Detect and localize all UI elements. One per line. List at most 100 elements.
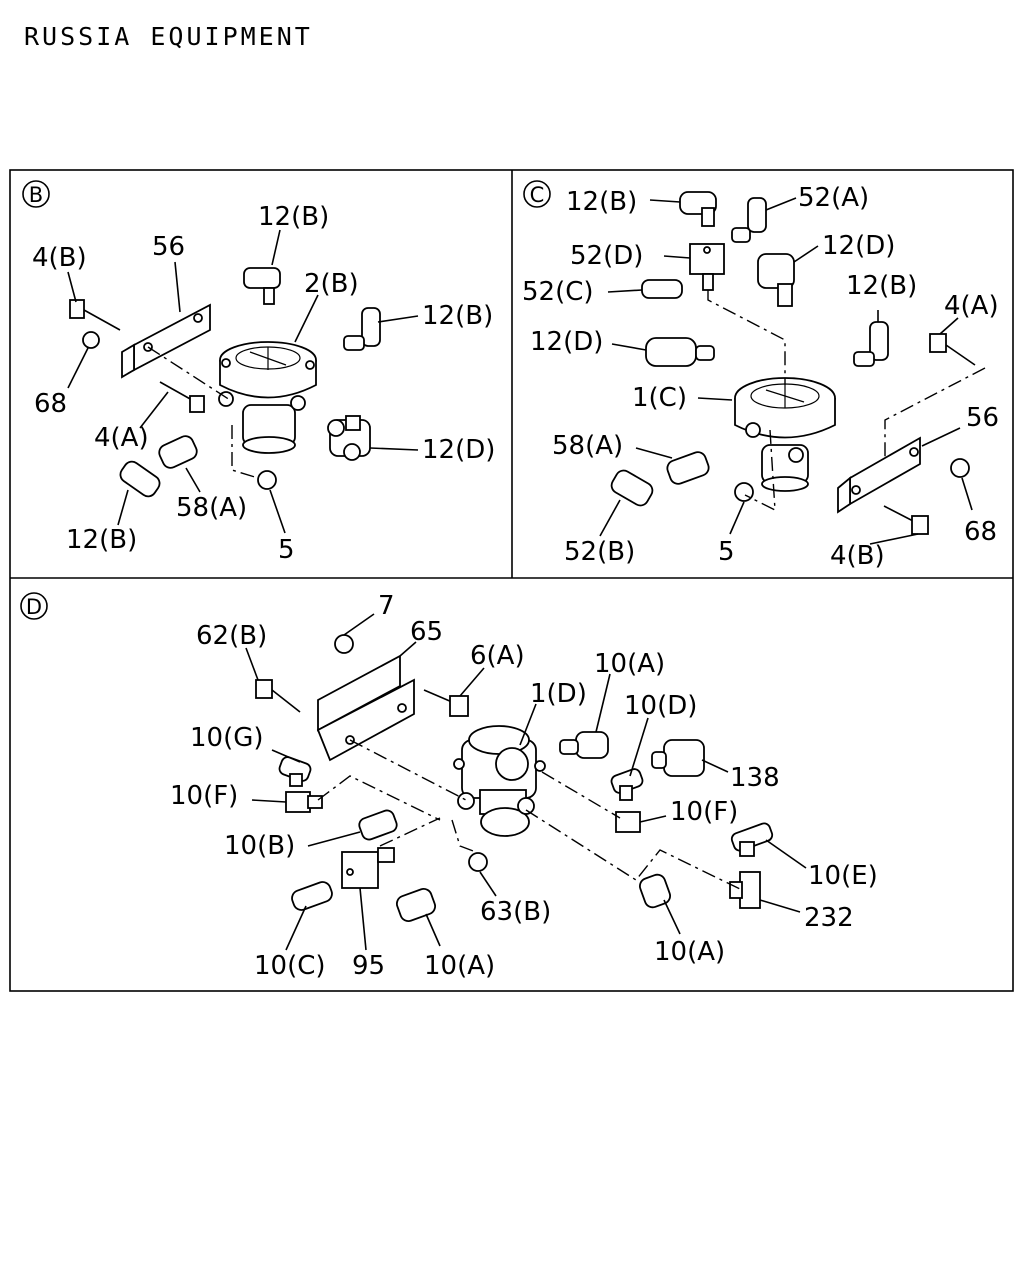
fitting-10a-top bbox=[559, 731, 609, 759]
label-138: 138 bbox=[730, 763, 780, 793]
label-6a: 6(A) bbox=[470, 641, 525, 671]
label-10g: 10(G) bbox=[190, 723, 264, 753]
fitting-52c bbox=[641, 279, 683, 299]
fitting-12d-b bbox=[327, 415, 371, 461]
fitting-10d bbox=[610, 768, 644, 801]
section-c-marker: C bbox=[523, 180, 551, 208]
label-95: 95 bbox=[352, 951, 385, 981]
section-d-marker: D bbox=[20, 592, 48, 620]
section-d: D bbox=[20, 591, 878, 981]
label-12b-right: 12(B) bbox=[422, 301, 493, 331]
bolt-4a-c bbox=[929, 333, 976, 366]
bolt-4b-c bbox=[883, 505, 929, 535]
section-b-marker: B bbox=[22, 180, 50, 208]
label-4a-c: 4(A) bbox=[944, 291, 999, 321]
fitting-10b bbox=[358, 809, 398, 841]
block-95 bbox=[341, 847, 395, 889]
label-52c: 52(C) bbox=[522, 277, 594, 307]
fitting-138 bbox=[651, 739, 705, 777]
label-65: 65 bbox=[410, 617, 443, 647]
label-1d: 1(D) bbox=[530, 679, 587, 709]
bolt-62b bbox=[255, 679, 301, 713]
svg-text:D: D bbox=[26, 595, 42, 619]
label-12d-top-c: 12(D) bbox=[822, 231, 895, 261]
label-68-c: 68 bbox=[964, 517, 997, 547]
label-5: 5 bbox=[278, 535, 295, 565]
spacer-58a-b bbox=[158, 435, 198, 469]
valve-1c bbox=[734, 377, 836, 492]
label-12b-top-c: 12(B) bbox=[566, 187, 637, 217]
label-62b: 62(B) bbox=[196, 621, 267, 651]
label-5-c: 5 bbox=[718, 537, 735, 567]
label-12b-bottom: 12(B) bbox=[66, 525, 137, 555]
label-68: 68 bbox=[34, 389, 67, 419]
fitting-52a bbox=[731, 197, 767, 243]
nut-63b bbox=[468, 852, 488, 872]
label-52b: 52(B) bbox=[564, 537, 635, 567]
diagram-frame bbox=[9, 169, 1014, 992]
fitting-10c bbox=[291, 881, 333, 911]
label-10e: 10(E) bbox=[808, 861, 878, 891]
fitting-10g bbox=[278, 756, 312, 787]
nut-5-b bbox=[257, 470, 277, 490]
label-4b: 4(B) bbox=[32, 243, 87, 273]
fitting-12b-top bbox=[243, 267, 281, 305]
nut-7 bbox=[334, 634, 354, 654]
svg-text:C: C bbox=[530, 183, 545, 207]
label-10a-bottom: 10(A) bbox=[424, 951, 495, 981]
bracket-65 bbox=[316, 654, 415, 762]
label-56-c: 56 bbox=[966, 403, 999, 433]
label-12b-right-c: 12(B) bbox=[846, 271, 917, 301]
label-58a: 58(A) bbox=[176, 493, 247, 523]
bolt-4b-b bbox=[69, 299, 121, 331]
spacer-58a-c bbox=[666, 451, 710, 485]
label-7: 7 bbox=[378, 591, 395, 621]
block-52d bbox=[689, 243, 725, 291]
label-4a: 4(A) bbox=[94, 423, 149, 453]
section-c: C bbox=[522, 180, 999, 571]
nut-68-b bbox=[82, 331, 100, 349]
label-12d: 12(D) bbox=[422, 435, 495, 465]
nut-5-c bbox=[734, 482, 754, 502]
label-63b: 63(B) bbox=[480, 897, 551, 927]
fitting-12b-top-c bbox=[679, 191, 717, 227]
fitting-12b-right bbox=[343, 307, 381, 351]
label-10a-right: 10(A) bbox=[654, 937, 725, 967]
label-10d: 10(D) bbox=[624, 691, 697, 721]
section-b: B bbox=[22, 180, 495, 565]
fitting-12d-top-c bbox=[757, 253, 795, 307]
label-10a-top: 10(A) bbox=[594, 649, 665, 679]
valve-2b bbox=[218, 341, 317, 454]
label-10b: 10(B) bbox=[224, 831, 295, 861]
fitting-12b-right-c bbox=[853, 321, 889, 367]
fitting-10a-bottom bbox=[395, 887, 437, 923]
fitting-10f-left bbox=[285, 791, 323, 813]
label-52a: 52(A) bbox=[798, 183, 869, 213]
fitting-52b bbox=[610, 469, 654, 507]
nut-68-c bbox=[950, 458, 970, 478]
svg-text:B: B bbox=[29, 183, 43, 207]
label-10f-right: 10(F) bbox=[670, 797, 738, 827]
label-12b-top: 12(B) bbox=[258, 202, 329, 232]
label-4b-c: 4(B) bbox=[830, 541, 885, 571]
bracket-56 bbox=[121, 303, 211, 379]
label-10c: 10(C) bbox=[254, 951, 326, 981]
fitting-232 bbox=[729, 871, 761, 909]
page-title: RUSSIA EQUIPMENT bbox=[24, 22, 313, 51]
fitting-12d-left-c bbox=[645, 337, 715, 367]
label-232: 232 bbox=[804, 903, 854, 933]
valve-1d bbox=[453, 725, 546, 837]
label-1c: 1(C) bbox=[632, 383, 687, 413]
bolt-4a-b bbox=[159, 381, 205, 413]
label-10f-left: 10(F) bbox=[170, 781, 238, 811]
label-52d: 52(D) bbox=[570, 241, 643, 271]
label-12d-left-c: 12(D) bbox=[530, 327, 603, 357]
fitting-10a-right bbox=[639, 873, 671, 909]
fitting-10f-right bbox=[615, 811, 641, 833]
bolt-6a bbox=[423, 689, 469, 717]
fitting-12b-bottom bbox=[119, 460, 161, 498]
label-2b: 2(B) bbox=[304, 269, 359, 299]
bracket-56-c bbox=[837, 436, 921, 514]
fitting-10e bbox=[730, 822, 774, 857]
